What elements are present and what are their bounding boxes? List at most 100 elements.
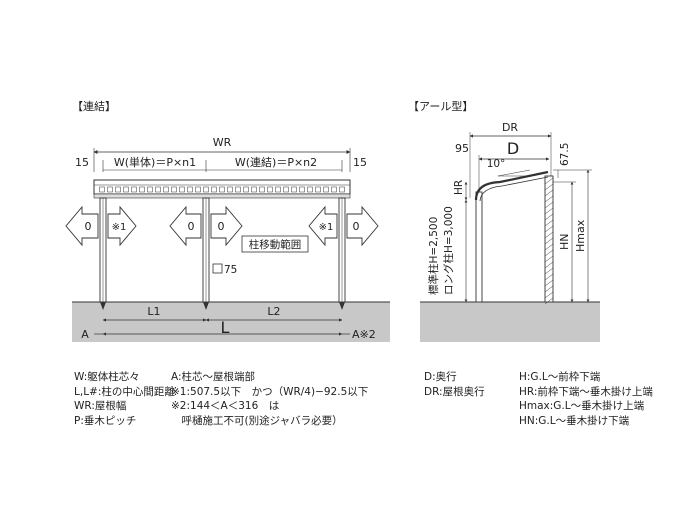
rafter-cell xyxy=(131,186,137,193)
legend-col-3: D:奥行 DR:屋根奥行 xyxy=(424,370,485,399)
wall-hatch-line xyxy=(544,261,554,269)
rafter-cell xyxy=(211,186,217,193)
post-left xyxy=(99,197,107,303)
edge-right-15: 15 xyxy=(353,156,367,169)
dr-label: DR xyxy=(502,121,518,134)
post-size-square xyxy=(212,263,223,274)
svg-text:0: 0 xyxy=(188,220,195,233)
a-note2-label: A※2 xyxy=(352,328,376,341)
rafter-cell xyxy=(243,186,249,193)
wall-hatch-line xyxy=(544,207,554,215)
post-middle xyxy=(202,197,210,303)
a-label-left: A xyxy=(81,328,89,341)
legend-item: ※1:507.5以下 かつ（WR/4)−92.5以下 xyxy=(171,385,369,398)
wall-hatch-line xyxy=(544,291,554,299)
legend-col-1: W:躯体柱芯々 L,L#:柱の中心間距離 WR:屋根幅 P:垂木ピッチ xyxy=(74,370,175,428)
dim-95-label: 95 xyxy=(455,142,469,155)
rafter-cell xyxy=(331,186,337,193)
l2-label: L2 xyxy=(267,305,280,318)
move-arrow-right-inner: ※1 xyxy=(308,205,338,247)
legend-item: P:垂木ピッチ xyxy=(74,414,137,427)
legend-item: ※2:144＜A＜316 は xyxy=(171,400,280,412)
legend-item: 呼樋施工不可(別途ジャバラ必要） xyxy=(171,414,343,427)
move-arrow-right-outer: 0 xyxy=(346,205,379,247)
wall-hatch-line xyxy=(544,231,554,239)
std-post-height-label: 標準柱H=2,500 xyxy=(427,217,440,295)
legend-item: W:躯体柱芯々 xyxy=(74,371,140,383)
rafter-cell xyxy=(179,186,185,193)
right-section-title: 【アール型】 xyxy=(408,99,473,113)
hr-label: HR xyxy=(453,180,465,195)
wall-hatch-line xyxy=(544,195,554,203)
wall-hatch-line xyxy=(544,285,554,293)
legend-item: H:G.L～前枠下端 xyxy=(519,371,601,383)
wr-label: WR xyxy=(213,136,232,149)
move-arrow-left-outer: 0 xyxy=(65,205,99,247)
rafter-cell xyxy=(275,186,281,193)
wall-hatch-line xyxy=(544,243,554,251)
l1-label: L1 xyxy=(147,305,160,318)
rafter-cell xyxy=(219,186,225,193)
rafter-cell xyxy=(299,186,305,193)
move-arrow-middle-right: 0 xyxy=(210,205,243,247)
left-diagram: WR 15 15 W(単体)＝P×n1 W(連結)＝P×n2 xyxy=(65,136,390,342)
rafter-cell xyxy=(291,186,297,193)
rafter-cell xyxy=(195,186,201,193)
wall-hatch-line xyxy=(544,279,554,287)
post-right xyxy=(338,197,346,303)
wall-hatch-line xyxy=(544,237,554,245)
wall-hatch-line xyxy=(544,249,554,257)
move-arrow-middle-left: 0 xyxy=(169,205,202,247)
rafter-cell xyxy=(203,186,209,193)
roof-panel xyxy=(93,179,351,199)
post-size-75: 75 xyxy=(224,264,237,276)
rafter-cell xyxy=(339,186,345,193)
hmax-label: Hmax xyxy=(574,219,587,252)
legend-item: D:奥行 xyxy=(424,371,457,383)
svg-text:0: 0 xyxy=(218,220,225,233)
rafter-cell xyxy=(147,186,153,193)
right-diagram: DR D 95 10° 67.5 HR 標準柱H=2,500 ロング柱H=3,0… xyxy=(420,121,600,342)
d-label: D xyxy=(507,139,519,158)
dim-675-label: 67.5 xyxy=(559,143,571,166)
wall-hatch-line xyxy=(544,213,554,221)
right-ground xyxy=(420,302,600,342)
wall-hatch-line xyxy=(544,267,554,275)
r-type-post xyxy=(475,191,483,303)
legend-item: L,L#:柱の中心間距離 xyxy=(74,385,175,398)
rafter-cell xyxy=(123,186,129,193)
rafter-cell xyxy=(235,186,241,193)
legend-col-4: H:G.L～前枠下端 HR:前枠下端～垂木掛け上端 Hmax:G.L～垂木掛け上… xyxy=(519,370,653,428)
legend-col-2: A:柱芯～屋根端部 ※1:507.5以下 かつ（WR/4)−92.5以下 ※2:… xyxy=(171,370,368,428)
rafter-cell xyxy=(187,186,193,193)
rafter-cell xyxy=(115,186,121,193)
wall-hatch-line xyxy=(544,177,554,185)
rafter-cell xyxy=(139,186,145,193)
svg-text:0: 0 xyxy=(85,220,92,233)
legend-item: HN:G.L～垂木掛け下端 xyxy=(519,414,630,427)
rafter-cell xyxy=(99,186,105,193)
wall-hatch-line xyxy=(544,189,554,197)
w-linked-label: W(連結)＝P×n2 xyxy=(235,155,317,169)
rafter-cell xyxy=(283,186,289,193)
long-post-height-label: ロング柱H=3,000 xyxy=(442,206,455,295)
move-range-box xyxy=(241,235,309,253)
legend-item: DR:屋根奥行 xyxy=(424,385,485,398)
move-arrow-left-inner: ※1 xyxy=(107,205,137,247)
legend-item: WR:屋根幅 xyxy=(74,400,127,412)
wall-hatch-line xyxy=(544,297,554,305)
rafter-cell xyxy=(171,186,177,193)
rafter-cell xyxy=(267,186,273,193)
angle-label: 10° xyxy=(487,158,506,170)
rafter-cell xyxy=(107,186,113,193)
hn-label: HN xyxy=(558,234,571,251)
legend-item: Hmax:G.L～垂木掛け上端 xyxy=(519,400,645,412)
move-range-label: 柱移動範囲 xyxy=(249,238,302,251)
house-wall xyxy=(544,175,554,305)
wall-hatch-line xyxy=(544,255,554,263)
rafter-cell xyxy=(227,186,233,193)
svg-text:※1: ※1 xyxy=(112,222,127,233)
wall-hatch-line xyxy=(544,225,554,233)
wall-hatch-line xyxy=(544,219,554,227)
